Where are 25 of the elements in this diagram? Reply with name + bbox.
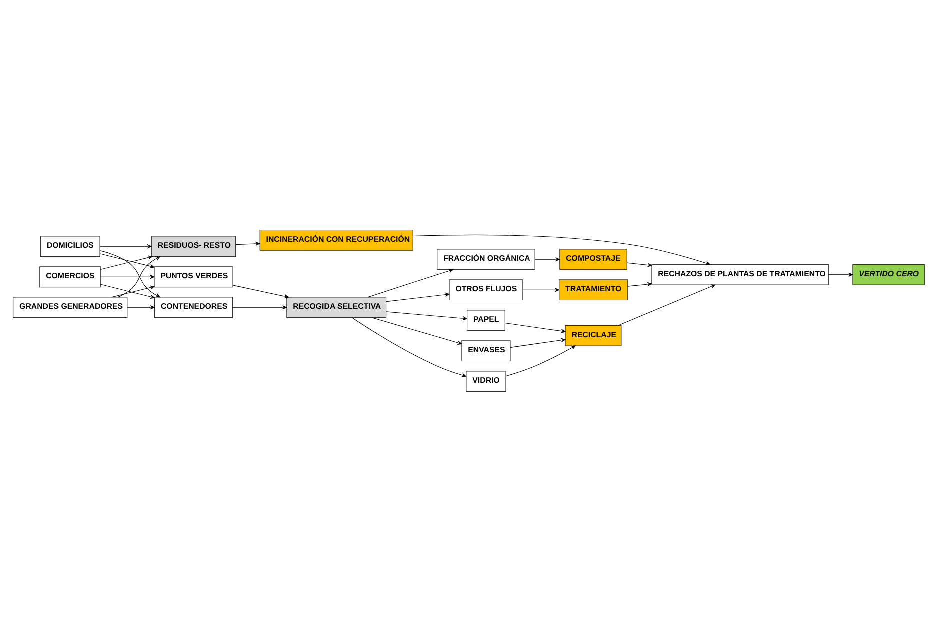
arrow	[386, 311, 467, 320]
arrow	[235, 241, 260, 246]
arrow	[351, 317, 466, 377]
arrow	[367, 268, 453, 298]
arrow	[412, 234, 710, 265]
arrow	[534, 257, 560, 262]
arrow	[232, 284, 289, 298]
arrow	[828, 272, 853, 276]
arrow	[111, 285, 154, 298]
arrow	[522, 288, 559, 292]
arrow	[100, 284, 154, 299]
arrow	[100, 274, 154, 279]
arrow	[626, 282, 652, 286]
arrow	[505, 345, 576, 376]
arrow	[99, 250, 160, 298]
arrow	[126, 305, 155, 310]
arrow	[371, 317, 462, 345]
arrow	[386, 292, 450, 302]
arrow	[232, 305, 287, 310]
arrow	[618, 284, 716, 326]
arrow	[626, 262, 652, 267]
arrow	[117, 256, 160, 298]
arrow	[504, 322, 566, 333]
arrow	[99, 244, 152, 248]
arrow	[510, 338, 566, 348]
